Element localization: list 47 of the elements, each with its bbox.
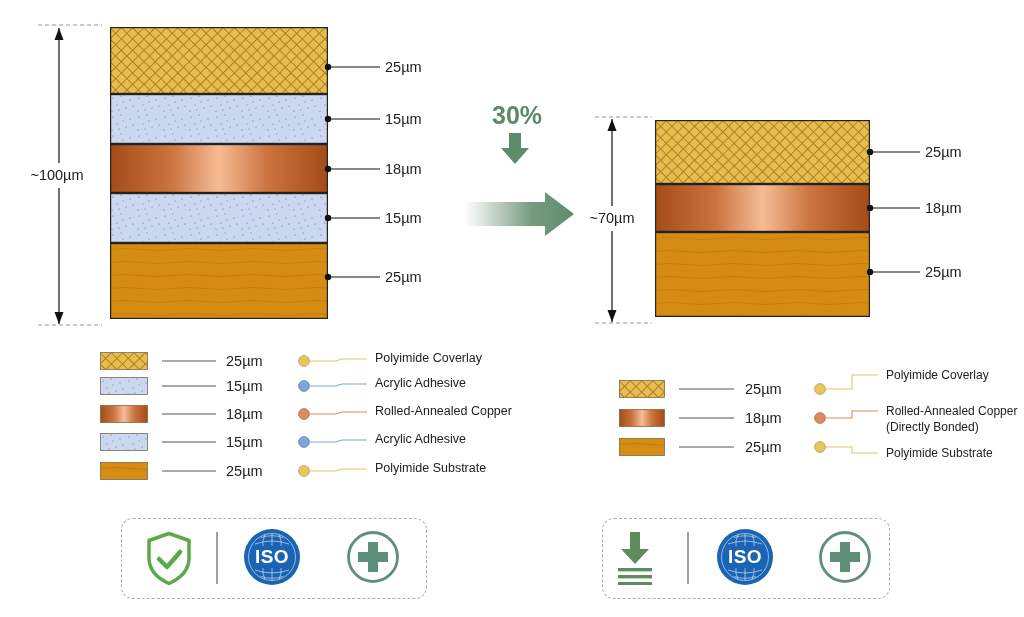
layer-band bbox=[655, 232, 870, 317]
icon-panel bbox=[602, 518, 890, 599]
standard-seal: ISO bbox=[717, 529, 773, 585]
legend-text: 18µm bbox=[745, 409, 782, 428]
legend-text: 25µm bbox=[226, 352, 263, 371]
leader-line bbox=[866, 204, 921, 212]
legend-text: 15µm bbox=[226, 433, 263, 452]
legend-text: Polyimide Coverlay bbox=[886, 367, 990, 383]
leader-line bbox=[324, 273, 381, 281]
thickness-label: 25µm bbox=[920, 262, 962, 282]
leader-line bbox=[324, 115, 381, 123]
dimension-label: ~70µm bbox=[589, 209, 635, 227]
layer-band bbox=[110, 243, 328, 319]
thickness-label: 15µm bbox=[380, 109, 422, 129]
legend-text: 25µm bbox=[226, 462, 263, 481]
layer-band bbox=[655, 184, 870, 232]
leader-line bbox=[866, 148, 921, 156]
legend-text: Polyimide Substrate bbox=[375, 460, 487, 476]
thickness-label: 25µm bbox=[380, 57, 422, 77]
dimension-label: ~100µm bbox=[30, 166, 84, 184]
layer-band bbox=[110, 94, 328, 144]
thickness-label: 25µm bbox=[920, 142, 962, 162]
layer-band bbox=[655, 120, 870, 184]
legend-text: 25µm bbox=[745, 380, 782, 399]
legend-text: Rolled-Annealed Copper bbox=[375, 403, 512, 419]
legend-text: Polyimide Substrate bbox=[886, 445, 994, 461]
layer-band bbox=[110, 144, 328, 193]
thickness-label: 18µm bbox=[920, 198, 962, 218]
legend-text: 15µm bbox=[226, 377, 263, 396]
thickness-label: 18µm bbox=[380, 159, 422, 179]
legend-text: Polyimide Coverlay bbox=[375, 350, 482, 366]
leader-line bbox=[324, 165, 381, 173]
legend-text: Acrylic Adhesive bbox=[375, 375, 466, 391]
thickness-label: 25µm bbox=[380, 267, 422, 287]
leader-line bbox=[866, 268, 921, 276]
percentage-label: 30% bbox=[492, 100, 542, 130]
leader-line bbox=[324, 63, 381, 71]
leader-line bbox=[324, 214, 381, 222]
legend-text: Rolled-Annealed Copper (Directly Bonded) bbox=[886, 403, 1019, 435]
legend-text: Acrylic Adhesive bbox=[375, 431, 466, 447]
legend-text: 18µm bbox=[226, 405, 263, 424]
standard-seal: ISO bbox=[244, 529, 300, 585]
thickness-label: 15µm bbox=[380, 208, 422, 228]
legend-text: 25µm bbox=[745, 438, 782, 457]
layer-band bbox=[110, 193, 328, 243]
layer-band bbox=[110, 27, 328, 94]
icon-panel bbox=[121, 518, 427, 599]
